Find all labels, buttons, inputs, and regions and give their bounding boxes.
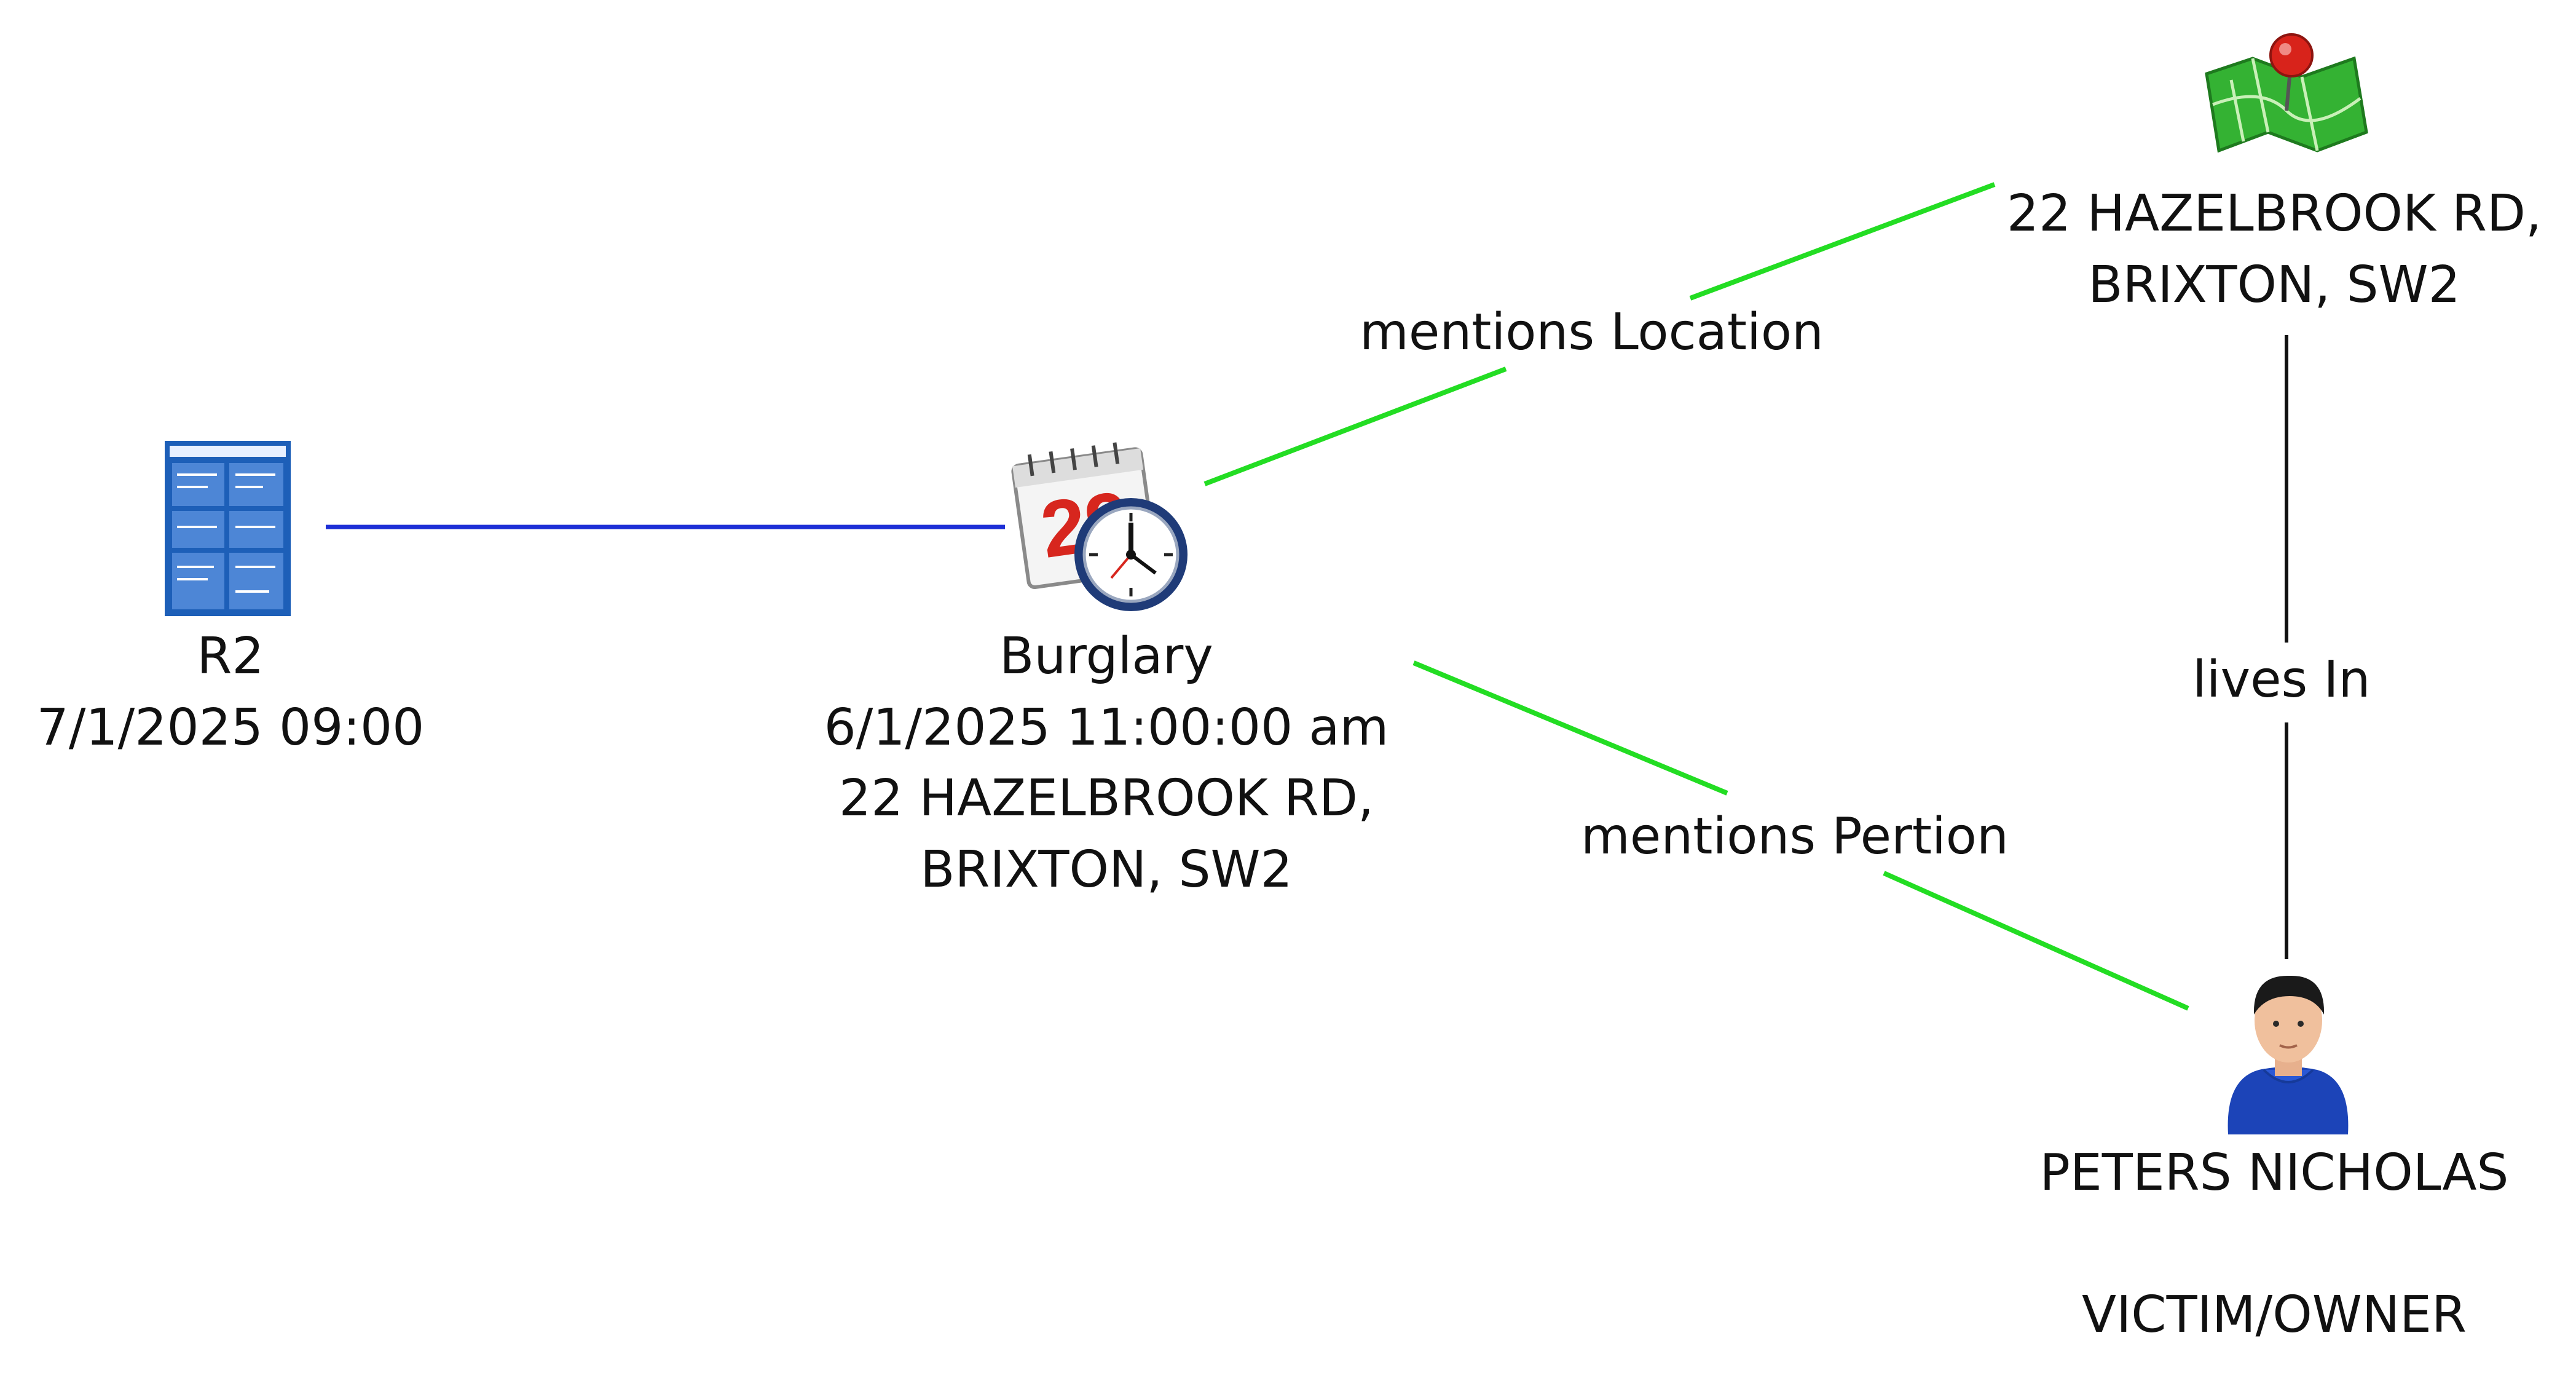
calendar-clock-icon[interactable]: 29 [1008,438,1192,616]
person-node-label: PETERS NICHOLAS VICTIM/OWNER [1967,1138,2576,1350]
edge-event-person[interactable] [1883,871,2189,1011]
edge-label-lives-in: lives In [2185,655,2378,705]
report-node-label: R2 7/1/2025 09:00 [0,621,461,763]
report-datetime: 7/1/2025 09:00 [36,698,425,757]
edge-label-mentions-location: mentions Location [1352,307,1831,358]
event-node-label: Burglary 6/1/2025 11:00:00 am 22 HAZELBR… [738,621,1475,905]
event-address-line2: BRIXTON, SW2 [920,840,1293,899]
label-gap [1967,1209,2576,1280]
event-datetime: 6/1/2025 11:00:00 am [824,698,1389,757]
location-address-line2: BRIXTON, SW2 [2088,255,2460,314]
edge-label-mentions-person: mentions Pertion [1574,812,2016,862]
location-node-label: 22 HAZELBROOK RD, BRIXTON, SW2 [1967,178,2576,320]
edge-event-location[interactable] [1689,182,1996,301]
event-address-line1: 22 HAZELBROOK RD, [838,769,1374,828]
edge-event-location[interactable] [1203,366,1507,486]
event-title: Burglary [999,627,1213,686]
report-document-icon[interactable] [165,441,291,616]
location-address-line1: 22 HAZELBROOK RD, [2006,184,2542,243]
map-pin-icon[interactable] [2194,25,2373,157]
person-name: PETERS NICHOLAS [2039,1144,2509,1202]
report-title: R2 [197,627,264,686]
person-role: VICTIM/OWNER [2082,1285,2467,1344]
person-icon[interactable] [2216,962,2360,1134]
edge-event-person[interactable] [1412,660,1728,796]
